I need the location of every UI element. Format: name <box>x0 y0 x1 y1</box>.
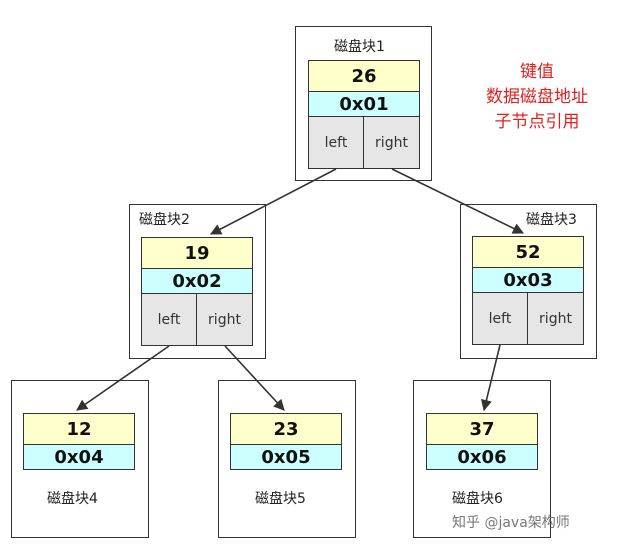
disk-block-1-title: 磁盘块1 <box>334 39 385 55</box>
legend-key: 键值 <box>520 62 554 82</box>
disk-block-6-key: 37 <box>426 413 538 445</box>
disk-block-2-address: 0x02 <box>141 269 253 294</box>
disk-block-2-title: 磁盘块2 <box>139 212 190 228</box>
edge-3-to-6 <box>480 344 501 412</box>
disk-block-2-key: 19 <box>141 237 253 269</box>
edge-2-to-5 <box>224 345 285 411</box>
watermark: 知乎 @java架构师 <box>452 515 570 531</box>
disk-block-3-right-pointer: right <box>528 293 584 345</box>
disk-block-4-key: 12 <box>23 413 135 445</box>
disk-block-5-address: 0x05 <box>230 445 342 470</box>
edge-2-to-4 <box>76 345 170 411</box>
legend: 键值 数据磁盘地址 子节点引用 <box>462 60 612 135</box>
disk-block-5-key: 23 <box>230 413 342 445</box>
legend-child-ref: 子节点引用 <box>494 112 580 132</box>
disk-block-6-title: 磁盘块6 <box>452 491 503 507</box>
legend-address: 数据磁盘地址 <box>486 87 588 107</box>
disk-block-1-address: 0x01 <box>308 92 420 117</box>
disk-block-1-left-pointer: left <box>308 117 364 169</box>
disk-block-3-address: 0x03 <box>472 268 584 293</box>
disk-block-4-title: 磁盘块4 <box>47 491 98 507</box>
edge-1-to-3 <box>391 168 525 234</box>
disk-block-2-left-pointer: left <box>141 294 197 346</box>
disk-block-4-address: 0x04 <box>23 445 135 470</box>
disk-block-3-left-pointer: left <box>472 293 528 345</box>
disk-block-1-right-pointer: right <box>364 117 420 169</box>
disk-block-2-right-pointer: right <box>197 294 253 346</box>
disk-block-5-title: 磁盘块5 <box>255 491 306 507</box>
disk-block-1-key: 26 <box>308 60 420 92</box>
edge-1-to-2 <box>210 168 337 235</box>
disk-block-6-address: 0x06 <box>426 445 538 470</box>
disk-block-3-key: 52 <box>472 236 584 268</box>
disk-block-3-title: 磁盘块3 <box>526 212 577 228</box>
